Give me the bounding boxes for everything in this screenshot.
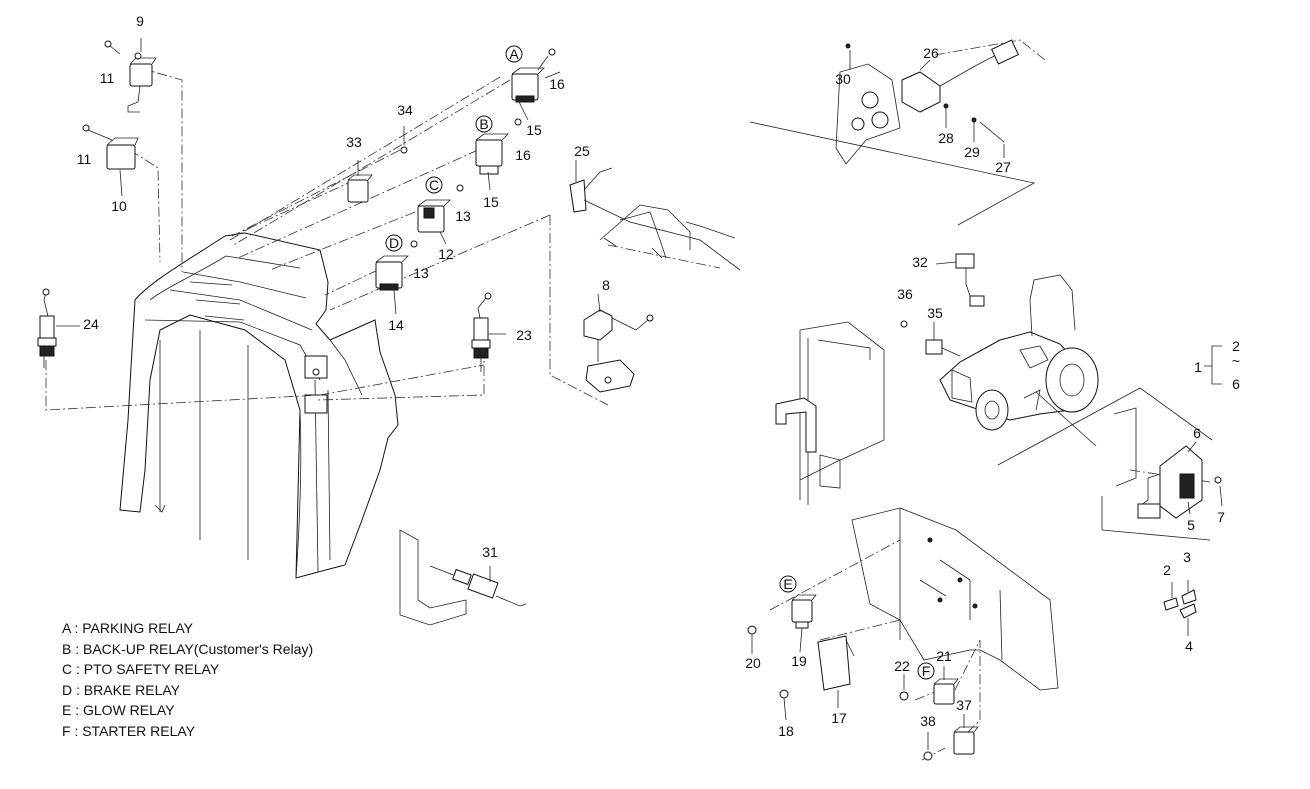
callout-32: 32 (912, 254, 928, 270)
part-callouts: 1 2 ~ 6 2 3 4 5 6 7 8 9 10 11 11 12 13 1… (77, 13, 1240, 739)
callout-18: 18 (778, 723, 794, 739)
bracket-8 (583, 309, 654, 393)
sensor-31 (399, 529, 527, 626)
relay-10 (82, 124, 139, 170)
callout-15-lower: 15 (483, 194, 499, 210)
relay-legend: A : PARKING RELAY B : BACK-UP RELAY(Cust… (62, 618, 313, 742)
relay-marker-D: D (389, 235, 399, 251)
callout-29: 29 (964, 144, 980, 160)
nut-22 (899, 691, 909, 701)
callout-13-upper: 13 (455, 208, 471, 224)
relay-9 (127, 38, 157, 113)
callout-36: 36 (897, 286, 913, 302)
dash-panel-drawing (119, 232, 399, 579)
group-1-bracket (1204, 345, 1222, 385)
callout-23: 23 (516, 327, 532, 343)
callout-7: 7 (1217, 509, 1225, 525)
callout-9: 9 (136, 13, 144, 29)
relay-33 (347, 160, 373, 203)
callout-17: 17 (831, 710, 847, 726)
callout-8: 8 (602, 277, 610, 293)
callout-range-tilde: ~ (1232, 353, 1240, 369)
switch-23 (471, 292, 492, 372)
callout-16-lower: 16 (515, 147, 531, 163)
callout-10: 10 (111, 198, 127, 214)
callout-12: 12 (438, 246, 454, 262)
callout-35: 35 (927, 305, 943, 321)
instrument-panel-board (851, 507, 1059, 691)
callout-2-top: 2 (1232, 338, 1240, 354)
relay-marker-A: A (509, 46, 519, 62)
screw-34 (400, 126, 408, 154)
callout-30: 30 (835, 71, 851, 87)
callout-27: 27 (995, 159, 1011, 175)
callout-14: 14 (388, 317, 404, 333)
callout-28: 28 (938, 130, 954, 146)
callout-38: 38 (920, 713, 936, 729)
relay-marker-F: F (922, 663, 931, 679)
relay-C (417, 184, 464, 233)
callout-22: 22 (894, 658, 910, 674)
connector-32 (955, 253, 985, 307)
callout-4: 4 (1185, 638, 1193, 654)
callout-16-upper: 16 (549, 76, 565, 92)
legend-item-glow-relay: E : GLOW RELAY (62, 702, 175, 719)
callout-19: 19 (791, 653, 807, 669)
legend-item-brake-relay: D : BRAKE RELAY (62, 681, 181, 698)
connectors-2-3-4 (1163, 580, 1197, 619)
nut-18 (779, 689, 789, 699)
relay-F (933, 678, 959, 705)
callout-26: 26 (923, 45, 939, 61)
callout-6-top: 6 (1232, 376, 1240, 392)
relay-marker-circles (385, 45, 935, 680)
legend-item-pto-safety-relay: C : PTO SAFETY RELAY (62, 661, 220, 678)
switch-24 (37, 288, 57, 368)
callout-11-bottom: 11 (77, 151, 92, 167)
relay-B (475, 118, 522, 175)
legend-item-starter-relay: F : STARTER RELAY (62, 722, 196, 739)
detail-box-right (997, 387, 1213, 541)
nut-20 (747, 625, 757, 635)
callout-34: 34 (397, 102, 413, 118)
relay-17 (817, 635, 855, 691)
legend-item-parking-relay: A : PARKING RELAY (62, 620, 193, 636)
relay-marker-labels: A B C D E F (389, 46, 930, 679)
legend-item-back-up-relay: B : BACK-UP RELAY(Customer's Relay) (62, 640, 314, 657)
callout-31: 31 (482, 544, 498, 560)
callout-33: 33 (346, 134, 362, 150)
relay-E (791, 594, 817, 629)
callout-11-top: 11 (100, 70, 115, 86)
callout-25: 25 (574, 143, 590, 159)
callout-1: 1 (1194, 359, 1202, 375)
leader-lines (56, 50, 1223, 750)
relay-A (511, 48, 556, 103)
callout-21: 21 (936, 648, 952, 664)
relay-marker-C: C (429, 177, 439, 193)
relay-D (375, 240, 418, 291)
callout-5: 5 (1187, 517, 1195, 533)
callout-3: 3 (1183, 549, 1191, 565)
relay-marker-E: E (783, 576, 792, 592)
callout-20: 20 (745, 655, 761, 671)
callout-13-lower: 13 (413, 265, 429, 281)
controller-6 (1137, 445, 1222, 519)
relay-37 (953, 726, 979, 755)
callout-6-bottom: 6 (1193, 425, 1201, 441)
nut-38 (923, 751, 933, 761)
callout-37: 37 (956, 697, 972, 713)
callout-24: 24 (83, 316, 99, 332)
tractor-drawing (939, 274, 1099, 431)
screw-11-top (104, 40, 121, 55)
linkage-25 (569, 167, 741, 271)
switch-35 (900, 320, 961, 357)
switch-assembly-26 (749, 39, 1036, 226)
relay-marker-B: B (479, 116, 488, 132)
callout-15-upper: 15 (526, 122, 542, 138)
radiator-frame (775, 321, 885, 505)
callout-2-bottom: 2 (1163, 562, 1171, 578)
